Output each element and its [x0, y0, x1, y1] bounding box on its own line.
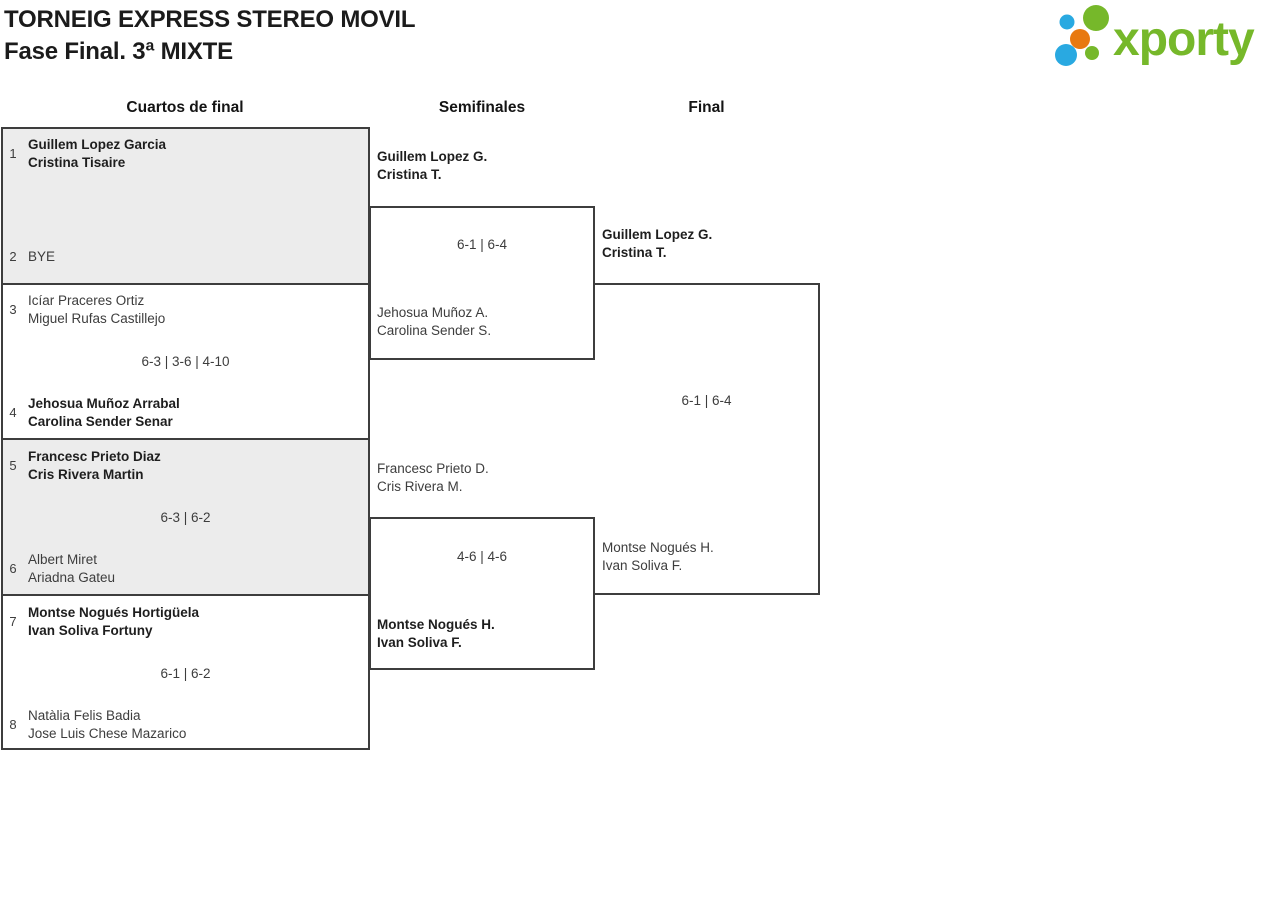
- match-score: 4-6 | 4-6: [456, 549, 508, 564]
- seed-number: 6: [9, 561, 17, 576]
- seed-number: 1: [9, 146, 17, 161]
- match-score: 6-3 | 3-6 | 4-10: [141, 354, 230, 369]
- player-name: Jehosua Muñoz Arrabal: [28, 396, 180, 411]
- team-guillem-cristina: Guillem Lopez Garcia Cristina Tisaire: [28, 136, 166, 172]
- player-name: Cris Rivera M.: [377, 479, 463, 494]
- player-name: Ivan Soliva F.: [602, 558, 683, 573]
- player-name: BYE: [28, 249, 56, 264]
- seed-number: 5: [9, 458, 17, 473]
- seed-number: 8: [9, 717, 17, 732]
- team-bye: BYE: [28, 248, 55, 266]
- quarterfinal-2-box[interactable]: [1, 283, 370, 440]
- team-jehosua-carolina-sf: Jehosua Muñoz A. Carolina Sender S.: [377, 304, 491, 340]
- team-jehosua-carolina: Jehosua Muñoz Arrabal Carolina Sender Se…: [28, 395, 180, 431]
- tournament-subtitle: Fase Final. 3ª MIXTE: [4, 38, 233, 65]
- player-name: Guillem Lopez G.: [602, 227, 713, 242]
- player-name: Montse Nogués H.: [602, 540, 714, 555]
- team-montse-ivan-sf: Montse Nogués H. Ivan Soliva F.: [377, 616, 495, 652]
- team-montse-ivan-final: Montse Nogués H. Ivan Soliva F.: [602, 539, 714, 575]
- player-name: Ivan Soliva F.: [377, 635, 462, 650]
- team-natalia-joseluis: Natàlia Felis Badia Jose Luis Chese Maza…: [28, 707, 186, 743]
- team-guillem-cristina-final: Guillem Lopez G. Cristina T.: [602, 226, 712, 262]
- player-name: Jose Luis Chese Mazarico: [28, 726, 187, 741]
- round-label-final: Final: [688, 99, 725, 116]
- player-name: Montse Nogués H.: [377, 617, 495, 632]
- logo-dot-orange: [1070, 29, 1090, 49]
- player-name: Carolina Sender Senar: [28, 414, 173, 429]
- round-label-semifinals: Semifinales: [438, 99, 526, 116]
- xporty-logo[interactable]: xporty: [1045, 0, 1280, 75]
- player-name: Guillem Lopez G.: [377, 149, 488, 164]
- round-label-quarterfinals: Cuartos de final: [126, 99, 244, 116]
- player-name: Cristina T.: [602, 245, 667, 260]
- match-score: 6-3 | 6-2: [160, 510, 211, 525]
- logo-dot-large-green: [1083, 5, 1109, 31]
- team-francesc-cris: Francesc Prieto Diaz Cris Rivera Martin: [28, 448, 161, 484]
- xporty-logo-graphic: xporty: [1055, 5, 1256, 66]
- seed-number: 3: [9, 302, 17, 317]
- logo-dot-large-blue: [1055, 44, 1077, 66]
- player-name: Francesc Prieto Diaz: [28, 449, 161, 464]
- player-name: Jehosua Muñoz A.: [377, 305, 489, 320]
- player-name: Francesc Prieto D.: [377, 461, 489, 476]
- player-name: Miguel Rufas Castillejo: [28, 311, 166, 326]
- quarterfinal-4-box[interactable]: [1, 594, 370, 750]
- player-name: Ariadna Gateu: [28, 570, 116, 585]
- player-name: Ivan Soliva Fortuny: [28, 623, 153, 638]
- team-guillem-cristina-sf: Guillem Lopez G. Cristina T.: [377, 148, 487, 184]
- team-francesc-cris-sf: Francesc Prieto D. Cris Rivera M.: [377, 460, 489, 496]
- match-score: 6-1 | 6-2: [160, 666, 211, 681]
- final-box[interactable]: [593, 283, 820, 595]
- logo-dot-small-green: [1085, 46, 1099, 60]
- match-score: 6-1 | 6-4: [681, 393, 732, 408]
- player-name: Icíar Praceres Ortiz: [28, 293, 145, 308]
- seed-number: 4: [9, 405, 17, 420]
- seed-number: 7: [9, 614, 17, 629]
- player-name: Cristina Tisaire: [28, 155, 126, 170]
- team-montse-ivan: Montse Nogués Hortigüela Ivan Soliva For…: [28, 604, 199, 640]
- player-name: Guillem Lopez Garcia: [28, 137, 167, 152]
- player-name: Carolina Sender S.: [377, 323, 492, 338]
- player-name: Cris Rivera Martin: [28, 467, 144, 482]
- player-name: Montse Nogués Hortigüela: [28, 605, 200, 620]
- team-albert-ariadna: Albert Miret Ariadna Gateu: [28, 551, 115, 587]
- team-iciar-miguel: Icíar Praceres Ortiz Miguel Rufas Castil…: [28, 292, 165, 328]
- match-score: 6-1 | 6-4: [456, 237, 508, 252]
- seed-number: 2: [9, 249, 17, 264]
- player-name: Albert Miret: [28, 552, 98, 567]
- logo-dot-small-blue: [1059, 14, 1075, 30]
- xporty-logo-text: xporty: [1113, 13, 1255, 66]
- player-name: Natàlia Felis Badia: [28, 708, 141, 723]
- tournament-title: TORNEIG EXPRESS STEREO MOVIL: [4, 6, 416, 33]
- player-name: Cristina T.: [377, 167, 442, 182]
